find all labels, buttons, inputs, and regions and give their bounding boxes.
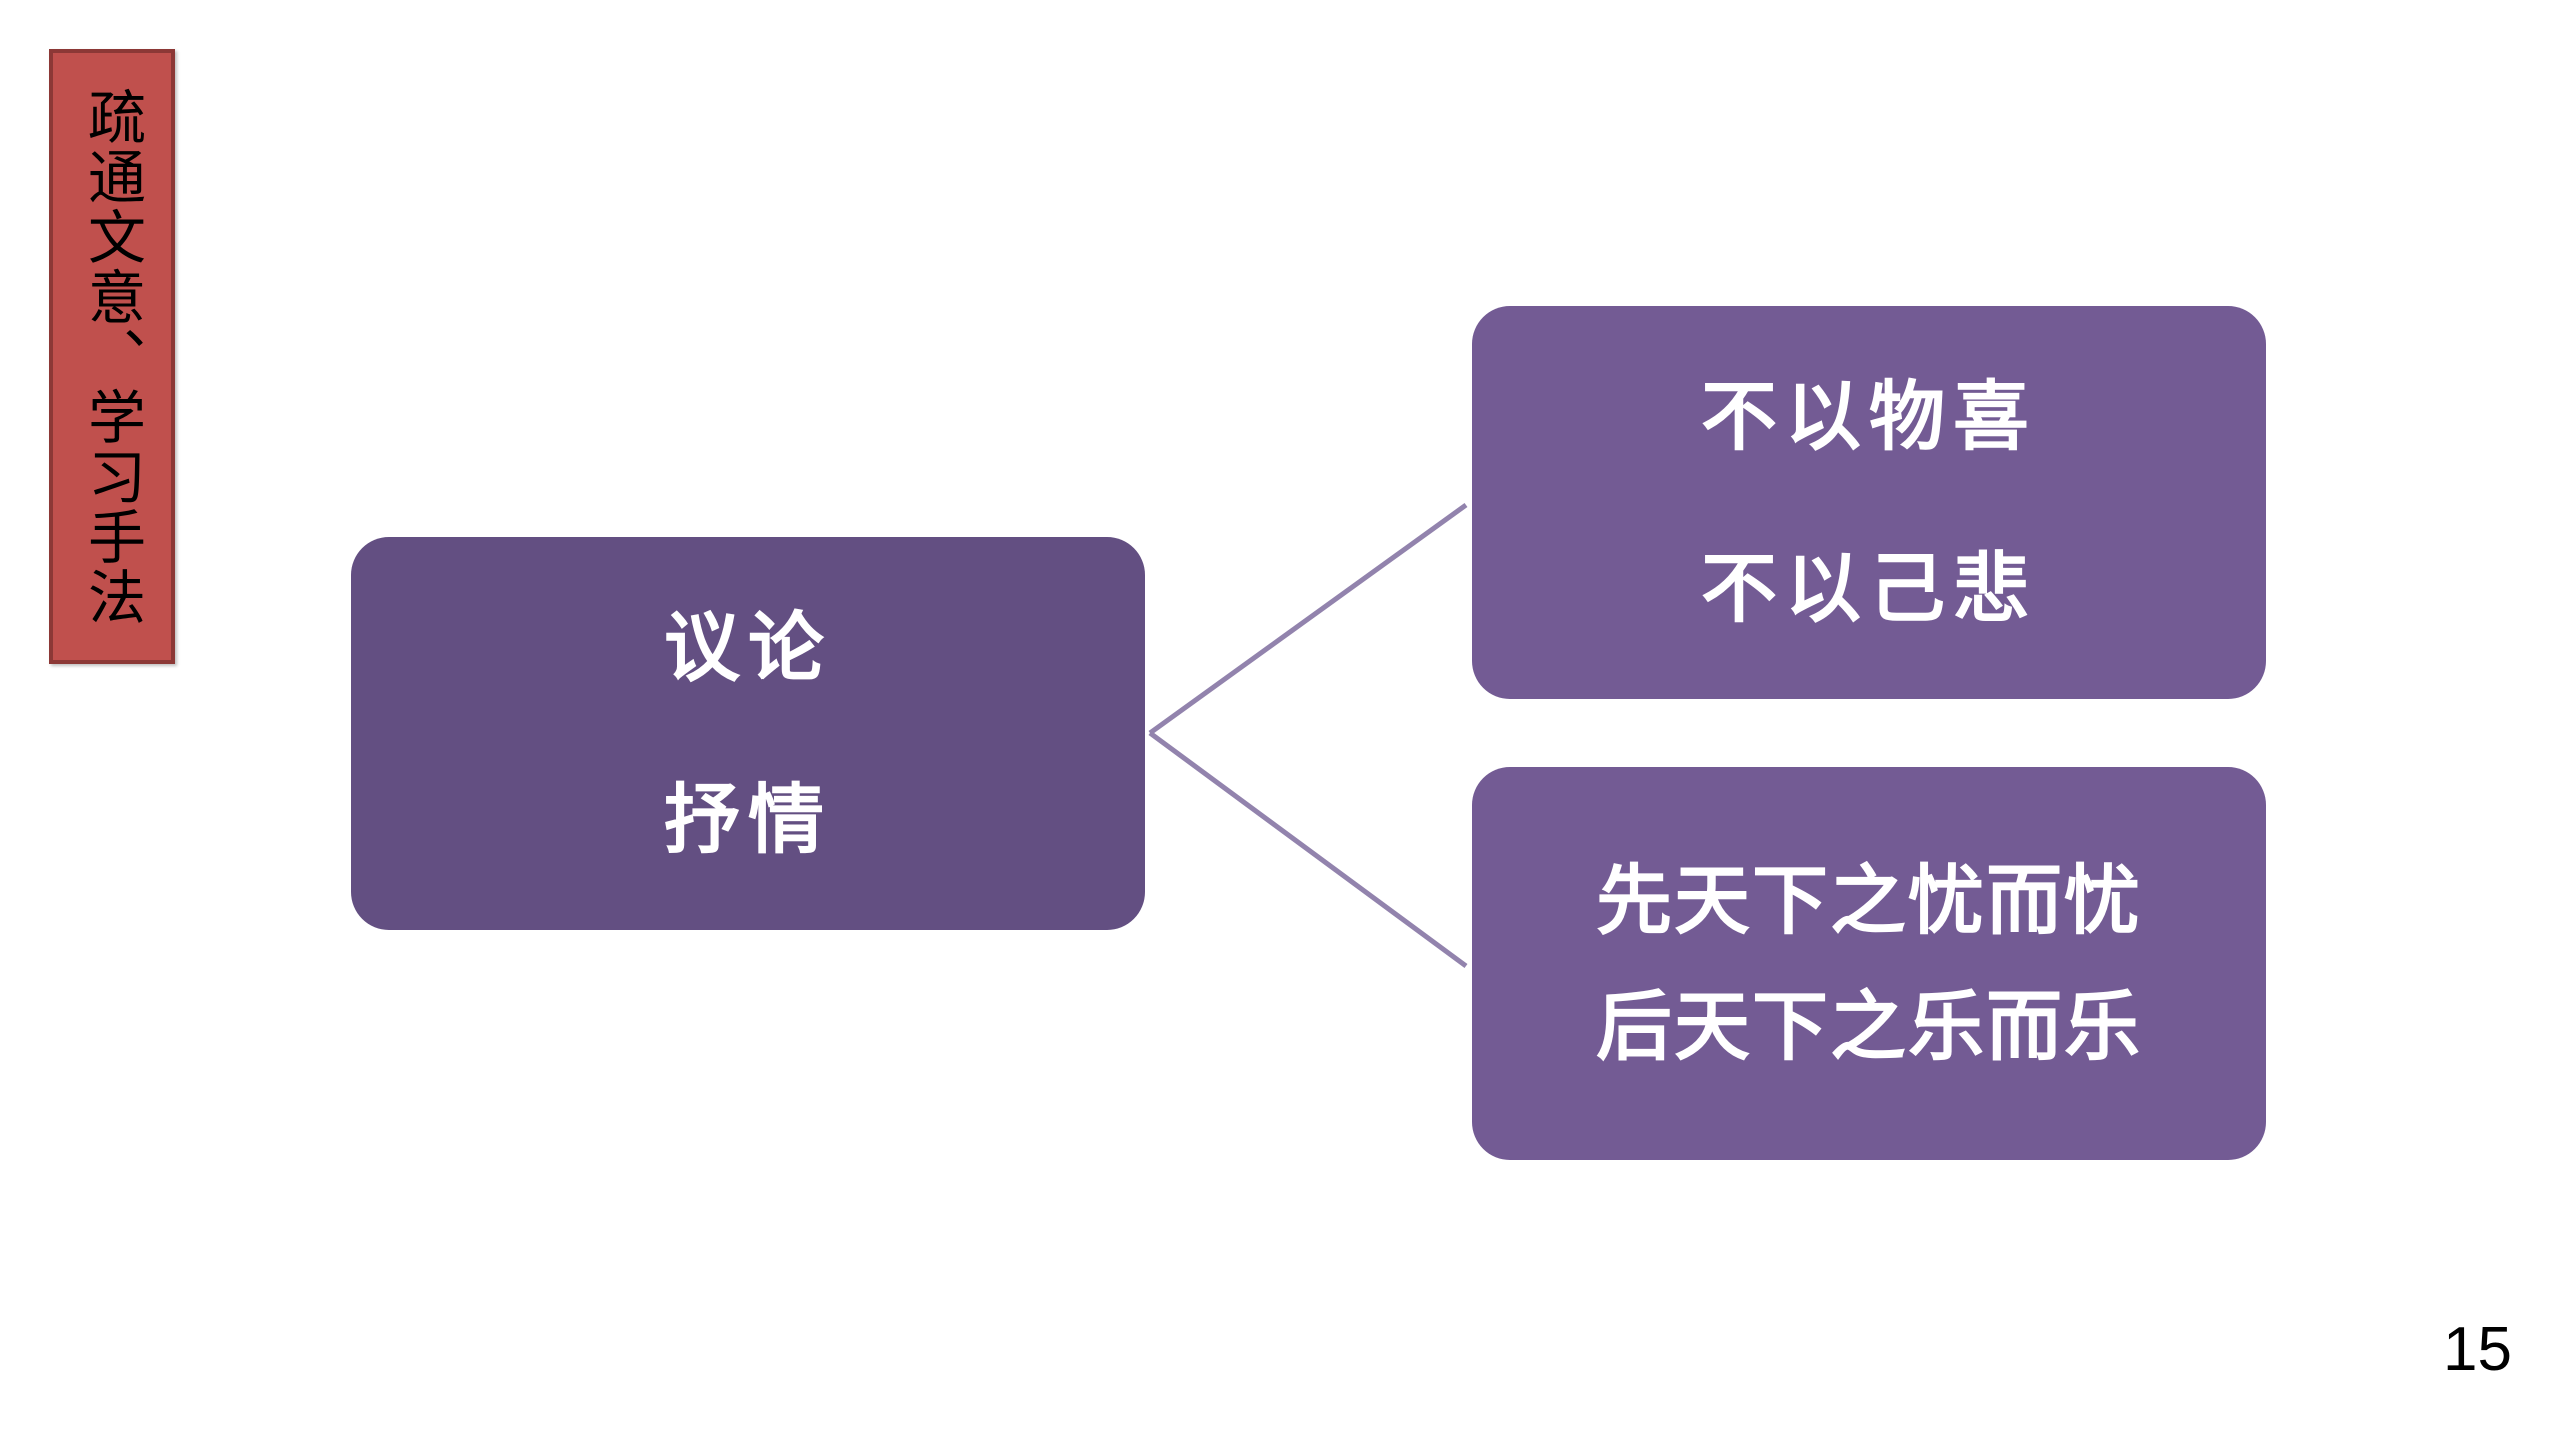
child-node-top-line-2: 不以己悲: [1701, 543, 2037, 633]
child-node-bottom-line-2: 后天下之乐而乐: [1596, 981, 2142, 1071]
connector-to-top-box: [1148, 502, 1468, 736]
connector-to-bottom-box: [1148, 730, 1468, 969]
child-node-top: 不以物喜 不以己悲: [1472, 306, 2266, 699]
root-node-line-1: 议论: [664, 602, 832, 692]
child-node-bottom-line-1: 先天下之忧而忧: [1596, 855, 2142, 945]
root-node-line-2: 抒情: [664, 774, 832, 864]
child-node-bottom: 先天下之忧而忧 后天下之乐而乐: [1472, 767, 2266, 1160]
child-node-top-line-1: 不以物喜: [1701, 371, 2037, 461]
root-node: 议论 抒情: [351, 537, 1145, 930]
section-tab: 疏通文意、学习手法: [49, 49, 175, 664]
section-tab-label: 疏通文意、学习手法: [78, 86, 146, 627]
page-number: 15: [2443, 1315, 2512, 1384]
